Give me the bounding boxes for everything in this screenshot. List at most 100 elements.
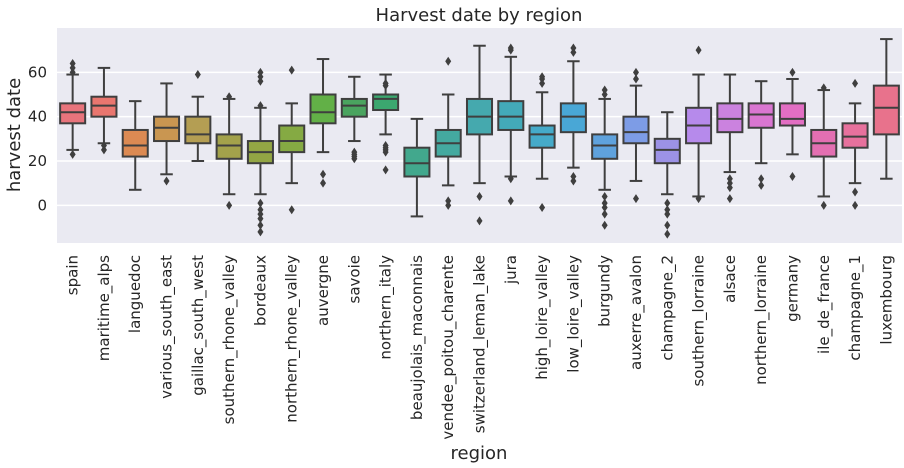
outlier-point bbox=[382, 78, 389, 88]
box-savoie bbox=[340, 75, 368, 164]
outlier-point bbox=[695, 194, 702, 204]
outlier-point bbox=[445, 196, 452, 206]
box-iqr bbox=[121, 128, 149, 158]
box-various_south_east bbox=[153, 82, 181, 186]
outlier-point bbox=[320, 178, 327, 188]
box-low_loire_valley bbox=[559, 43, 587, 186]
box-iqr bbox=[716, 102, 744, 134]
box-iqr bbox=[59, 102, 87, 125]
box-iqr bbox=[184, 115, 212, 145]
outlier-point bbox=[194, 70, 201, 80]
boxes bbox=[59, 38, 900, 239]
box-languedoc bbox=[121, 100, 149, 191]
box-iqr bbox=[622, 115, 650, 145]
outlier-point bbox=[601, 220, 608, 230]
x-tick-label: alsace bbox=[721, 255, 739, 303]
box-ile_de_france bbox=[810, 83, 838, 210]
x-tick-label: switzerland_leman_lake bbox=[471, 255, 490, 433]
box-luxembourg bbox=[872, 38, 900, 180]
x-tick-label: spain bbox=[64, 255, 82, 295]
outlier-point bbox=[507, 174, 514, 184]
box-champagne_2 bbox=[653, 111, 681, 239]
box-burgundy bbox=[591, 85, 619, 230]
outlier-point bbox=[382, 140, 389, 150]
box-iqr bbox=[747, 102, 775, 129]
outlier-point bbox=[163, 176, 170, 186]
box-southern_rhone_valley bbox=[215, 92, 243, 210]
box-iqr bbox=[278, 124, 306, 154]
outlier-point bbox=[570, 43, 577, 53]
outlier-point bbox=[664, 198, 671, 208]
x-tick-label: savoie bbox=[345, 255, 363, 303]
x-tick-label: champagne_2 bbox=[658, 255, 677, 361]
outlier-point bbox=[758, 174, 765, 184]
box-iqr bbox=[778, 102, 806, 127]
box-gaillac_south_west bbox=[184, 70, 212, 162]
outlier-point bbox=[789, 172, 796, 182]
y-tick-label: 0 bbox=[37, 196, 47, 214]
box-northern_lorraine bbox=[747, 80, 775, 190]
outlier-point bbox=[226, 200, 233, 210]
x-tick-label: auxerre_avalon bbox=[627, 255, 646, 370]
box-germany bbox=[778, 67, 806, 182]
box-iqr bbox=[309, 93, 337, 125]
outlier-point bbox=[257, 101, 264, 111]
outlier-point bbox=[726, 194, 733, 204]
x-tick-label: southern_lorraine bbox=[690, 255, 709, 387]
x-tick-label: vendee_poitou_charente bbox=[439, 255, 458, 440]
outlier-point bbox=[601, 198, 608, 208]
outlier-point bbox=[382, 165, 389, 175]
x-tick-label: jura bbox=[502, 255, 520, 285]
box-iqr bbox=[591, 133, 619, 160]
box-iqr bbox=[841, 122, 869, 149]
outlier-point bbox=[69, 149, 76, 159]
x-tick-label: high_loire_valley bbox=[533, 255, 552, 380]
box-iqr bbox=[90, 95, 118, 118]
outlier-point bbox=[726, 174, 733, 184]
y-axis-label: harvest date bbox=[4, 78, 25, 192]
box-auxerre_avalon bbox=[622, 67, 650, 204]
outlier-point bbox=[664, 205, 671, 215]
box-northern_italy bbox=[372, 73, 400, 175]
outlier-point bbox=[257, 198, 264, 208]
outlier-point bbox=[570, 172, 577, 182]
x-tick-label: luxembourg bbox=[877, 255, 895, 345]
outlier-point bbox=[288, 205, 295, 215]
box-maritime_alps bbox=[90, 66, 118, 155]
outlier-point bbox=[664, 229, 671, 239]
outlier-point bbox=[288, 65, 295, 75]
outlier-point bbox=[320, 169, 327, 179]
chart-title: Harvest date by region bbox=[376, 5, 583, 26]
outlier-point bbox=[539, 72, 546, 82]
outlier-point bbox=[852, 200, 859, 210]
x-tick-label: beaujolais_maconnais bbox=[408, 255, 427, 420]
outlier-point bbox=[100, 140, 107, 150]
x-tick-label: maritime_alps bbox=[95, 255, 114, 361]
box-northern_rhone_valley bbox=[278, 65, 306, 215]
outlier-point bbox=[632, 67, 639, 77]
box-champagne_1 bbox=[841, 78, 869, 210]
x-tick-label: auvergne bbox=[314, 255, 332, 326]
y-tick-label: 20 bbox=[28, 152, 47, 170]
box-switzerland_leman_lake bbox=[465, 44, 494, 226]
y-tick-label: 40 bbox=[28, 108, 47, 126]
box-iqr bbox=[215, 133, 243, 160]
box-high_loire_valley bbox=[528, 72, 556, 213]
box-vendee_poitou_charente bbox=[434, 56, 462, 210]
outlier-point bbox=[820, 200, 827, 210]
x-tick-label: bordeaux bbox=[251, 255, 269, 326]
outlier-point bbox=[257, 227, 264, 237]
outlier-point bbox=[476, 191, 483, 201]
outlier-point bbox=[507, 196, 514, 206]
box-auvergne bbox=[309, 58, 337, 188]
box-iqr bbox=[559, 102, 587, 134]
x-axis-label: region bbox=[451, 443, 508, 464]
outlier-point bbox=[852, 187, 859, 197]
box-southern_lorraine bbox=[685, 45, 713, 204]
outlier-point bbox=[257, 220, 264, 230]
outlier-point bbox=[695, 45, 702, 55]
box-beaujolais_maconnais bbox=[403, 117, 431, 218]
x-tick-label: various_south_east bbox=[158, 255, 177, 399]
